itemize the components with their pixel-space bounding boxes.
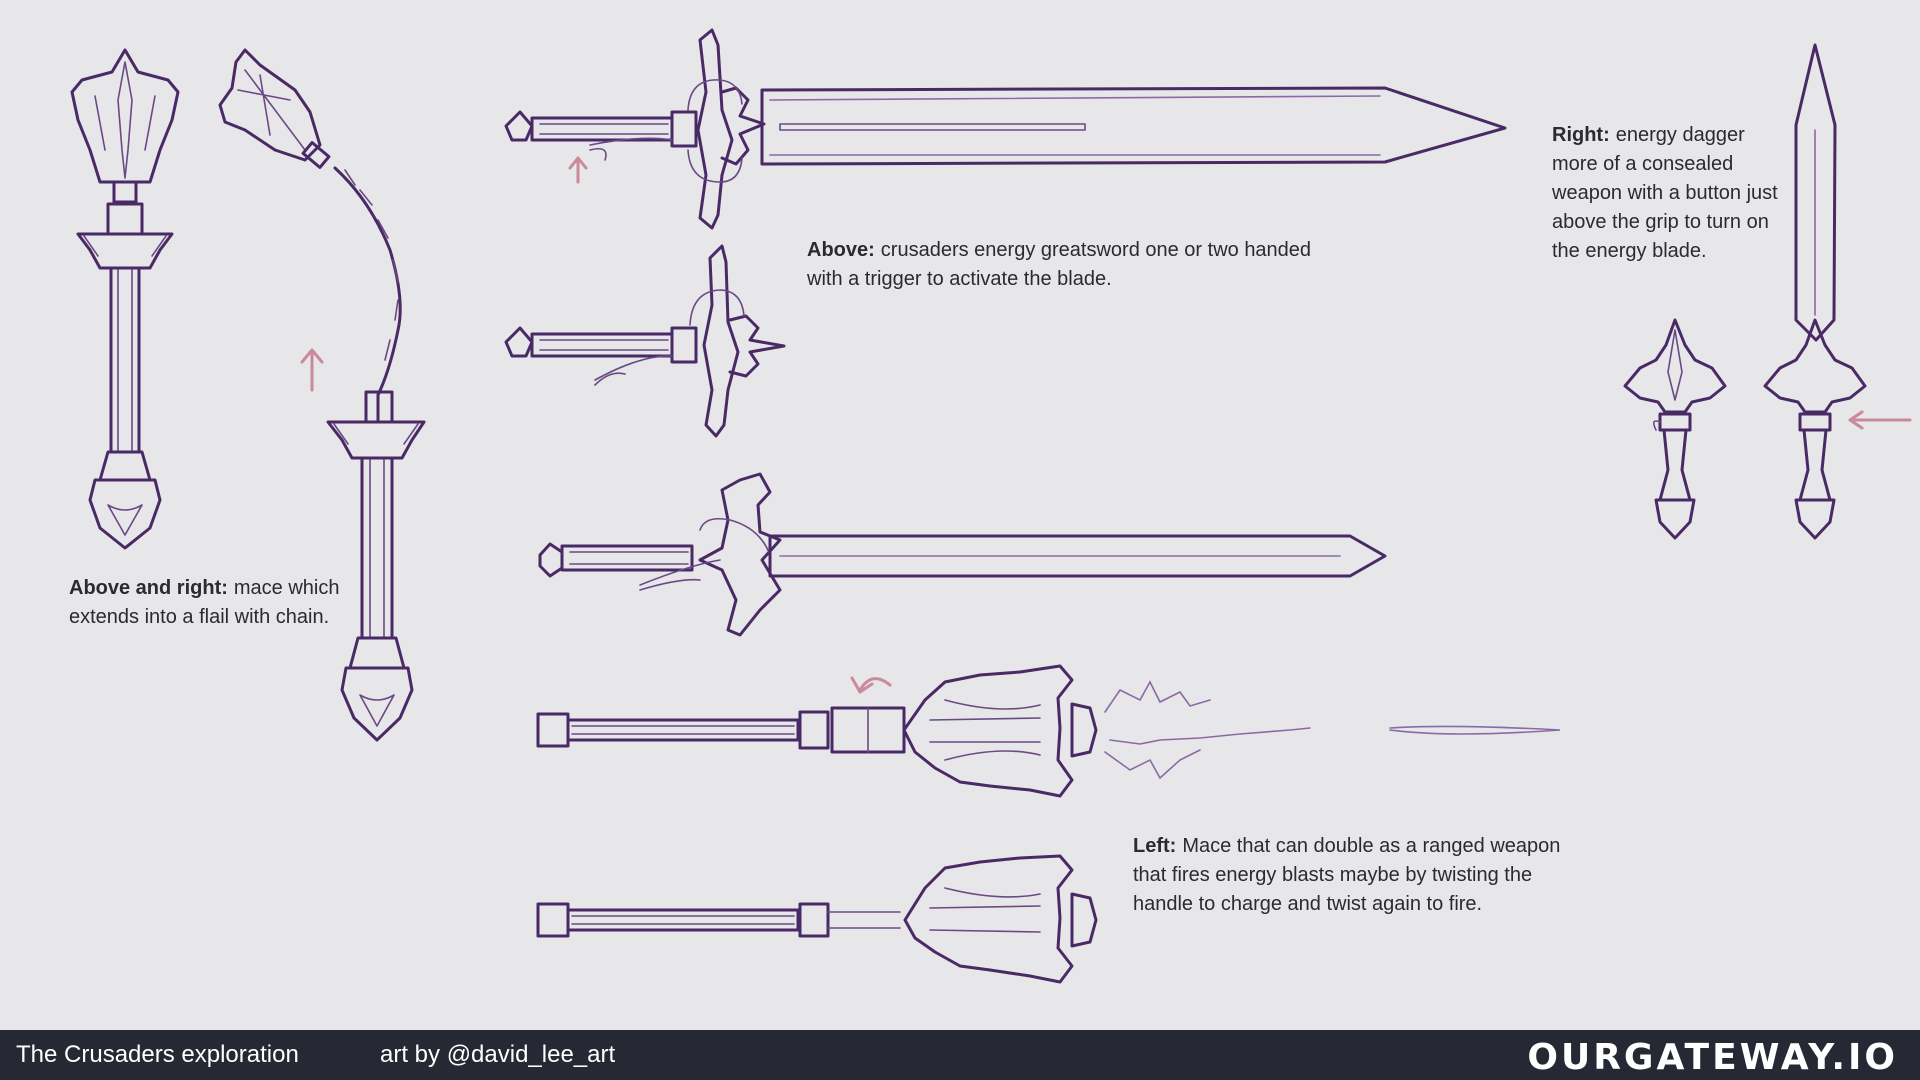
brand-logo[interactable]: OURGATEWAY.IO <box>1527 1037 1898 1078</box>
dagger-closed-sketch <box>1623 318 1727 540</box>
dagger-note-label: Right: <box>1552 124 1610 146</box>
flail-sketch <box>218 48 426 742</box>
greatsword-note-label: Above: <box>807 239 875 261</box>
rotate-arrow-icon <box>850 676 892 694</box>
dagger-note: Right:energy dagger more of a consealed … <box>1552 121 1778 266</box>
footer-credit: art by @david_lee_art <box>380 1041 616 1068</box>
ranged-mace-note: Left:Mace that can double as a ranged we… <box>1133 832 1563 919</box>
sword-sketch <box>538 472 1387 637</box>
weapon-sketch-canvas: .ink { fill:none; stroke:#4a2a66; stroke… <box>70 28 1912 984</box>
dagger-open-sketch <box>1763 43 1867 540</box>
footer-title: The Crusaders exploration <box>16 1041 299 1068</box>
ranged-mace-note-text: Mace that can double as a ranged weapon … <box>1133 835 1561 915</box>
greatsword-hilt-sketch <box>504 244 786 438</box>
mace-note: Above and right:mace which extends into … <box>69 574 349 632</box>
left-arrow-icon <box>1848 410 1912 430</box>
dagger-note-text: energy dagger more of a consealed weapon… <box>1552 124 1778 262</box>
greatsword-note-text: crusaders energy greatsword one or two h… <box>807 239 1312 290</box>
ranged-mace-charged-sketch <box>536 664 1561 798</box>
mace-note-label: Above and right: <box>69 577 228 599</box>
up-arrow-icon <box>300 348 324 392</box>
mace-note-text: mace which extends into a flail with cha… <box>69 577 340 628</box>
footer-bar: The Crusaders exploration art by @david_… <box>0 1030 1920 1080</box>
up-arrow-icon-2 <box>568 156 588 184</box>
greatsword-sketch <box>504 28 1507 230</box>
mace-sketch <box>70 48 180 550</box>
ranged-mace-note-label: Left: <box>1133 835 1177 857</box>
ranged-mace-sketch <box>536 854 1098 984</box>
greatsword-note: Above:crusaders energy greatsword one or… <box>807 236 1327 294</box>
